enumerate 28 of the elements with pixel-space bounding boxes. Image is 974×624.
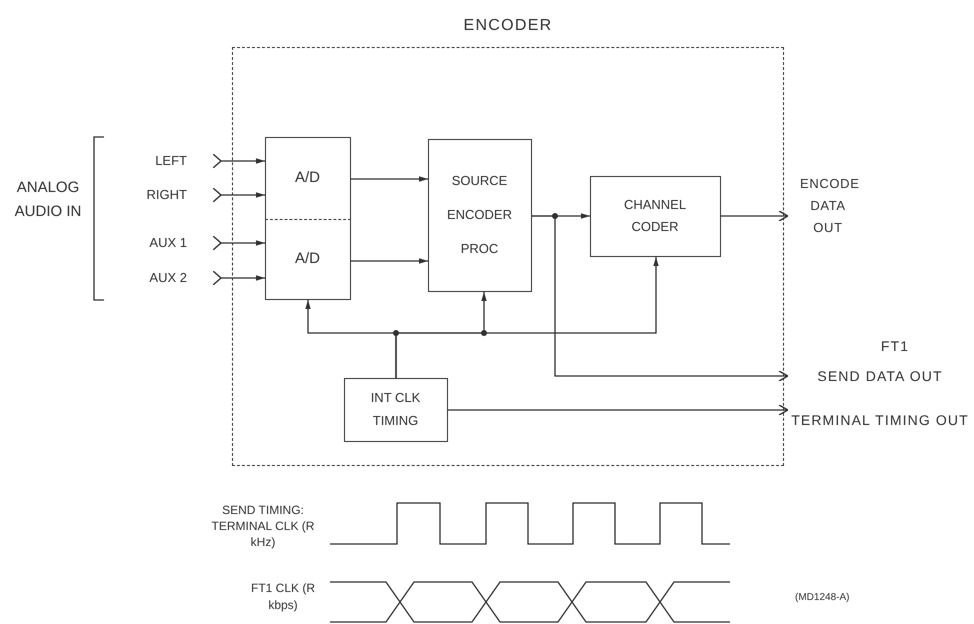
process-box: CHANNEL CODER: [590, 176, 720, 256]
converter-block: A/D: [264, 218, 350, 300]
input-label: AUX 2: [130, 269, 207, 287]
process-box: INT CLK TIMING: [344, 378, 448, 442]
arrow: [351, 176, 428, 182]
input-label: AUX 1: [130, 234, 207, 252]
text-label: (MD1248-A): [795, 591, 850, 605]
text-label: ANALOG AUDIO IN: [14, 178, 82, 222]
arrow: [721, 210, 789, 222]
arrow: [212, 235, 265, 251]
block-title: ENCODER: [462, 16, 554, 36]
arrow: [532, 215, 789, 382]
text-label: SEND TIMING: TERMINAL CLK (R kHz): [210, 502, 316, 551]
input-label: LEFT: [130, 152, 207, 170]
output-label: ENCODE DATA OUT: [788, 170, 868, 242]
arrow: [395, 257, 659, 378]
text-label: FT1 CLK (R kbps): [250, 580, 316, 614]
arrow: [212, 270, 265, 286]
arrow: [212, 187, 265, 203]
text-label: FT1: [880, 337, 910, 356]
output-label: SEND DATA OUT: [788, 367, 972, 385]
input-label: RIGHT: [130, 186, 207, 204]
process-box: SOURCE ENCODER PROC: [428, 138, 532, 292]
output-label: TERMINAL TIMING OUT: [788, 400, 972, 440]
converter-block: A/D: [264, 136, 350, 218]
arrow: [448, 404, 789, 416]
arrow: [212, 153, 265, 169]
arrow: [351, 258, 428, 264]
